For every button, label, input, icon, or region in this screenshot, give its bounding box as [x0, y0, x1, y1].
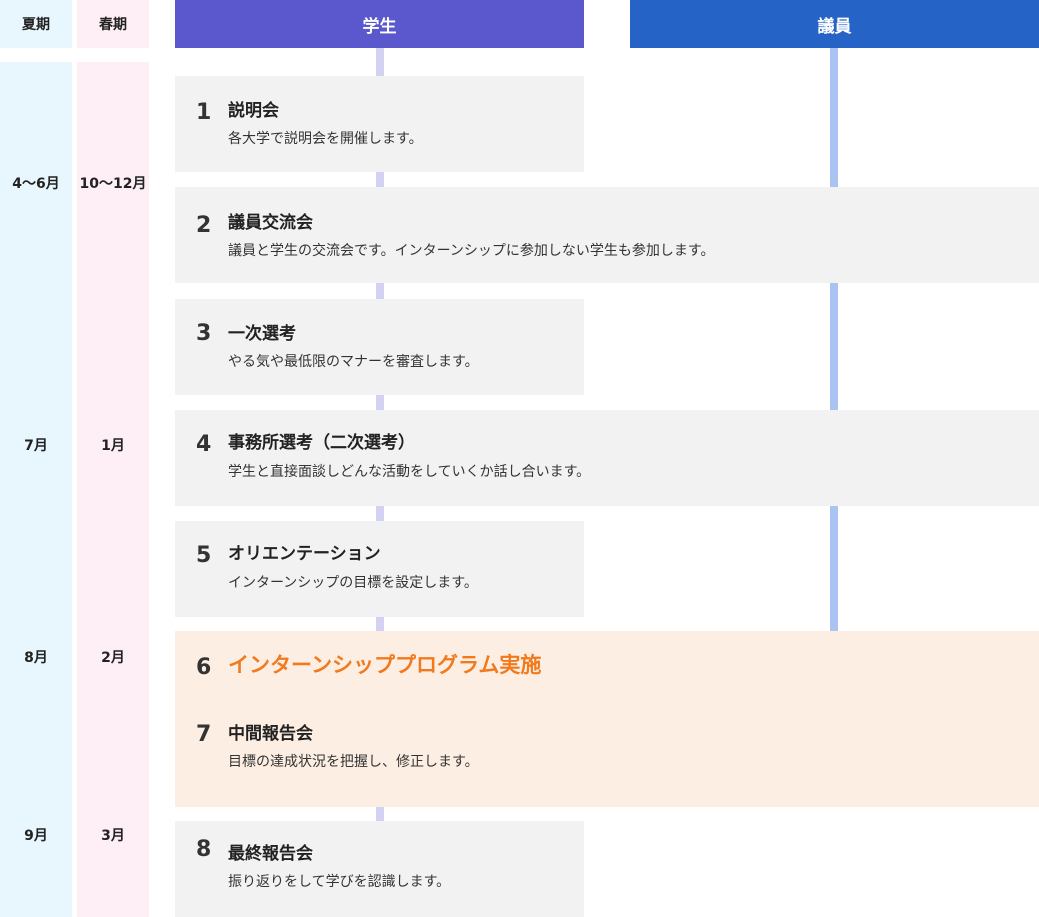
step-number: 8 — [196, 837, 212, 862]
spring-month-3: 2月 — [101, 650, 125, 666]
step-number: 5 — [196, 543, 212, 568]
step-description: 目標の達成状況を把握し、修正します。 — [228, 754, 479, 770]
member-timeline — [830, 48, 838, 631]
step-number: 1 — [196, 100, 212, 125]
step-title: インターンシッププログラム実施 — [228, 653, 542, 677]
program-highlight-block — [175, 631, 1039, 807]
step-number: 7 — [196, 722, 212, 747]
step-card-5: 5 オリエンテーション インターンシップの目標を設定します。 — [175, 521, 584, 617]
step-number: 3 — [196, 321, 212, 346]
step-card-1: 1 説明会 各大学で説明会を開催します。 — [175, 76, 584, 172]
spring-header: 春期 — [77, 0, 149, 48]
spring-month-4: 3月 — [101, 828, 125, 844]
summer-month-3: 8月 — [24, 650, 48, 666]
step-description: 学生と直接面談しどんな活動をしていくか話し合います。 — [228, 464, 591, 480]
step-card-8: 8 最終報告会 振り返りをして学びを認識します。 — [175, 821, 584, 917]
spring-month-2: 1月 — [101, 438, 125, 454]
step-title: 中間報告会 — [228, 724, 313, 744]
summer-month-2: 7月 — [24, 438, 48, 454]
step-title: オリエンテーション — [228, 544, 381, 564]
step-description: 振り返りをして学びを認識します。 — [228, 874, 451, 890]
step-description: 各大学で説明会を開催します。 — [228, 131, 423, 147]
member-header: 議員 — [630, 0, 1039, 48]
step-number: 4 — [196, 432, 212, 457]
summer-month-1: 4〜6月 — [12, 176, 60, 192]
step-card-2: 2 議員交流会 議員と学生の交流会です。インターンシップに参加しない学生も参加し… — [175, 187, 1039, 283]
summer-month-4: 9月 — [24, 828, 48, 844]
summer-header: 夏期 — [0, 0, 72, 48]
spring-month-1: 10〜12月 — [79, 176, 147, 192]
step-number: 2 — [196, 213, 212, 238]
step-card-3: 3 一次選考 やる気や最低限のマナーを審査します。 — [175, 299, 584, 395]
student-header: 学生 — [175, 0, 584, 48]
step-card-4: 4 事務所選考（二次選考） 学生と直接面談しどんな活動をしていくか話し合います。 — [175, 410, 1039, 506]
summer-column — [0, 62, 72, 917]
step-card-7: 7 中間報告会 目標の達成状況を把握し、修正します。 — [175, 711, 1039, 801]
step-description: やる気や最低限のマナーを審査します。 — [228, 354, 479, 370]
step-number: 6 — [196, 655, 212, 680]
step-card-6: 6 インターンシッププログラム実施 — [175, 631, 1039, 711]
step-title: 最終報告会 — [228, 844, 313, 864]
step-title: 一次選考 — [228, 324, 296, 344]
step-title: 議員交流会 — [228, 213, 313, 233]
step-description: インターンシップの目標を設定します。 — [228, 575, 478, 591]
step-description: 議員と学生の交流会です。インターンシップに参加しない学生も参加します。 — [228, 243, 715, 259]
step-title: 事務所選考（二次選考） — [228, 433, 415, 453]
step-title: 説明会 — [228, 101, 279, 121]
spring-column — [77, 62, 149, 917]
